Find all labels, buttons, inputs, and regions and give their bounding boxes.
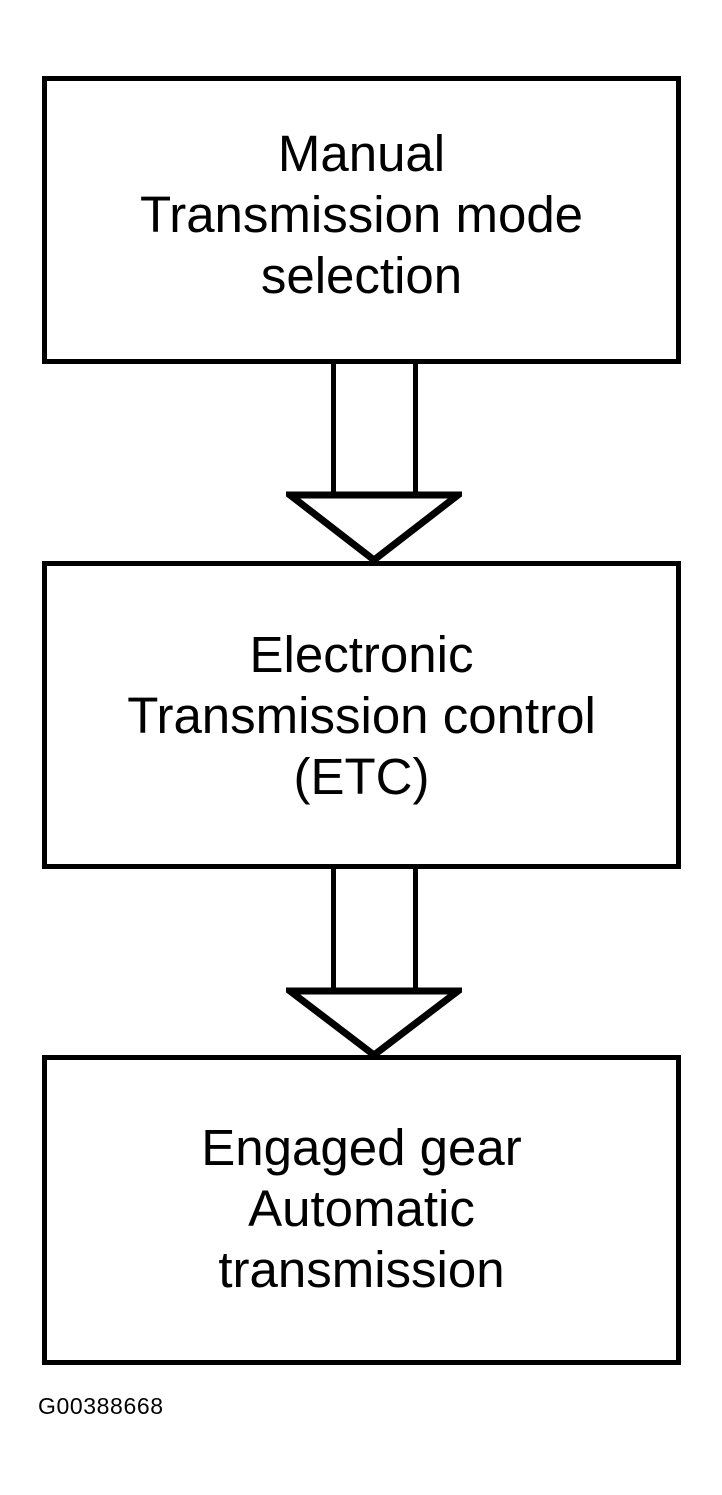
- process-box-etc: Electronic Transmission control (ETC): [42, 561, 681, 869]
- process-box-engaged-gear: Engaged gear Automatic transmission: [42, 1055, 681, 1365]
- process-box-manual-mode-label: Manual Transmission mode selection: [139, 124, 584, 304]
- flow-arrow-etc-to-engaged-gear: [286, 866, 462, 1057]
- down-block-arrow-icon: [286, 866, 462, 1057]
- process-box-etc-label: Electronic Transmission control (ETC): [127, 625, 596, 805]
- down-block-arrow-icon: [286, 362, 462, 562]
- process-box-manual-mode: Manual Transmission mode selection: [42, 76, 681, 364]
- flow-arrow-manual-to-etc: [286, 362, 462, 562]
- figure-caption: G00388668: [38, 1393, 164, 1419]
- process-box-engaged-gear-label: Engaged gear Automatic transmission: [201, 1118, 522, 1298]
